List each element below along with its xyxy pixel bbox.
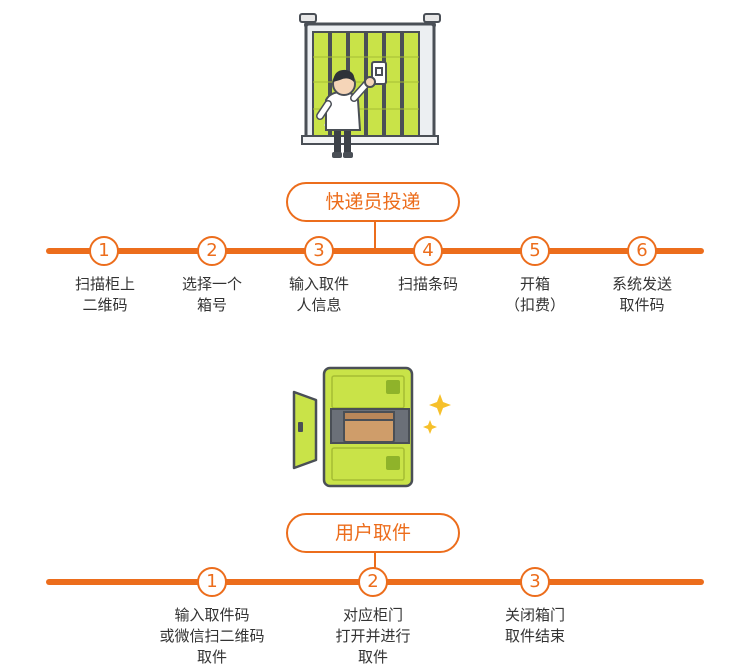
step-label: 系统发送 取件码 [582,274,702,316]
step-label-line: 选择一个 [181,275,242,293]
step-label-line: 开箱 [519,275,550,293]
step-label: 扫描条码 [368,274,488,295]
courier-timeline [46,248,704,254]
step-label-line: 输入取件 [288,275,349,293]
step-label-line: 输入取件码 [174,606,250,624]
step-label: 输入取件码 或微信扫二维码 取件 [150,605,274,668]
step-circle: 3 [520,567,550,597]
step-circle: 2 [197,236,227,266]
courier-section-title: 快递员投递 [286,182,460,222]
step-label-line: 人信息 [296,296,342,314]
step-label: 关闭箱门 取件结束 [475,605,595,647]
sparkle-icon [429,394,451,416]
step-circle: 5 [520,236,550,266]
step-label-line: 对应柜门 [342,606,403,624]
step-label: 对应柜门 打开并进行 取件 [313,605,433,668]
step-circle: 6 [627,236,657,266]
title-connector [374,220,376,248]
title-connector [374,551,376,579]
step-label-line: 箱号 [196,296,227,314]
step-circle: 2 [358,567,388,597]
step-label-line: 取件结束 [504,627,565,645]
step-label: 选择一个 箱号 [152,274,272,316]
step-label-line: 取件 [357,648,388,666]
phone-icon [371,61,387,85]
step-label: 输入取件 人信息 [259,274,379,316]
step-label-line: 扫描柜上 [74,275,135,293]
locker-door [292,390,318,470]
step-label: 扫描柜上 二维码 [45,274,165,316]
step-label-line: 取件 [196,648,227,666]
step-circle: 1 [89,236,119,266]
parcel-box [343,411,395,443]
step-label-line: 系统发送 [611,275,672,293]
step-label-line: 打开并进行 [335,627,411,645]
step-label-line: 扫描条码 [397,275,458,293]
step-label-line: 二维码 [82,296,128,314]
step-label-line: 关闭箱门 [504,606,565,624]
step-circle: 4 [413,236,443,266]
step-label-line: （扣费） [504,296,565,314]
step-label-line: 或微信扫二维码 [159,627,265,645]
step-circle: 3 [304,236,334,266]
sparkle-icon [423,420,437,434]
step-circle: 1 [197,567,227,597]
open-locker-illustration [292,366,451,488]
courier-locker-illustration [299,13,441,158]
step-label-line: 取件码 [619,296,665,314]
step-label: 开箱 （扣费） [475,274,595,316]
user-section-title: 用户取件 [286,513,460,553]
